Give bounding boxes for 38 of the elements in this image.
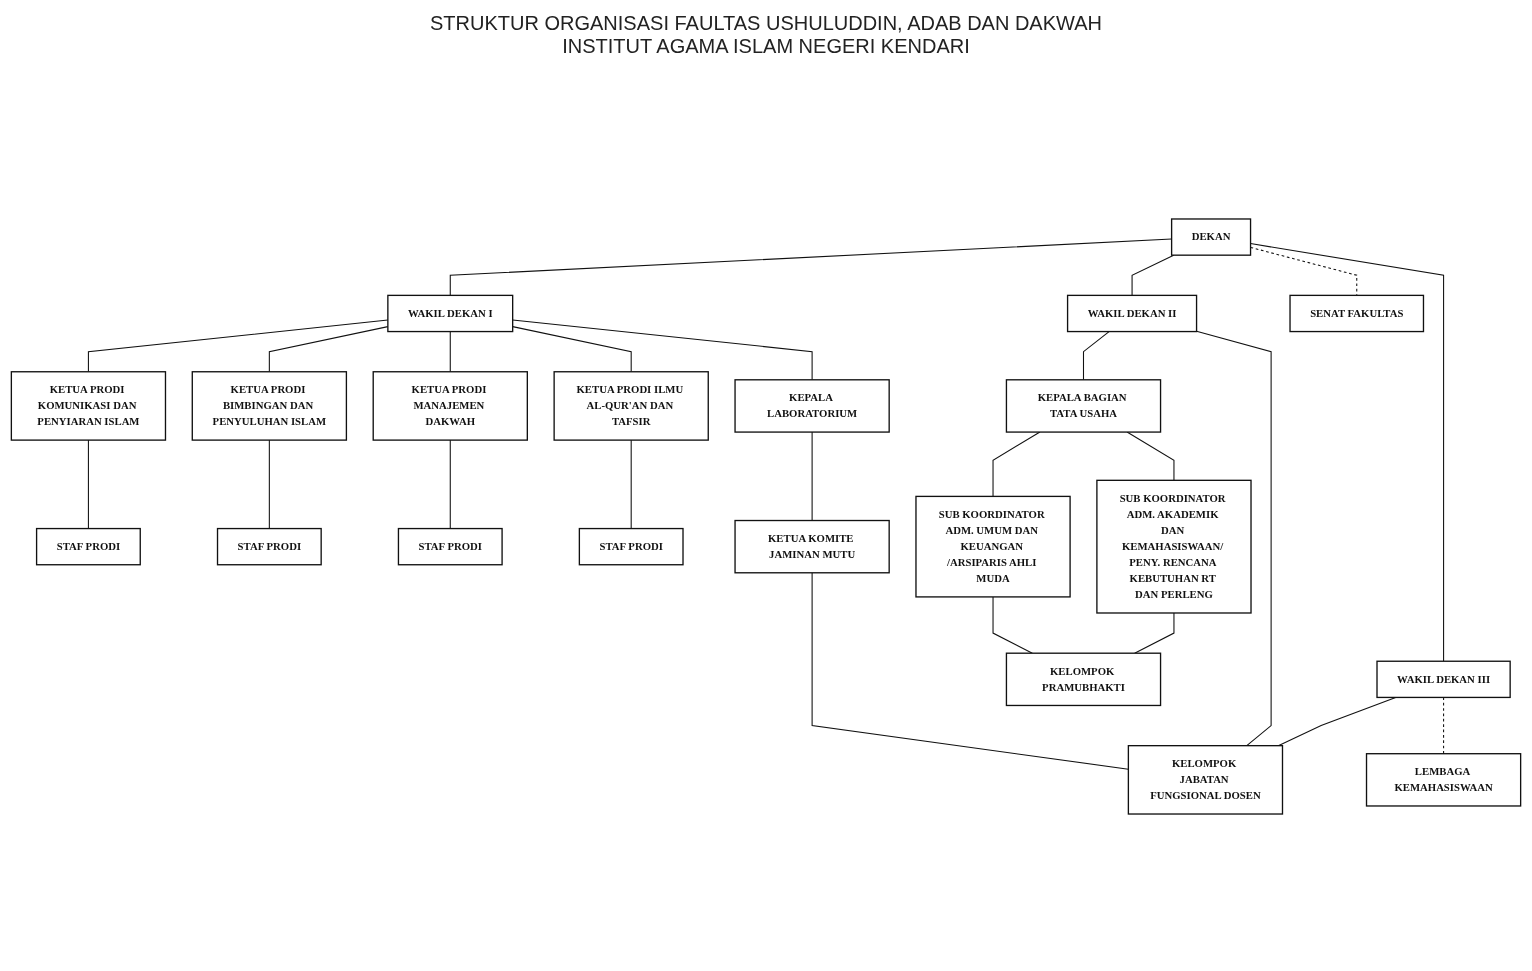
node-box: WAKIL DEKAN I (387, 294, 514, 333)
node-box: STAF PRODI (578, 527, 684, 566)
node-box: KELOMPOK PRAMUBHAKTI (1005, 652, 1162, 707)
node-box: STAF PRODI (397, 527, 503, 566)
node-box: LEMBAGA KEMAHASISWAAN (1365, 753, 1522, 807)
node-box: KEPALA BAGIAN TATA USAHA (1005, 379, 1162, 433)
connector (1196, 330, 1272, 747)
node-box: SENAT FAKULTAS (1289, 294, 1425, 333)
connector (449, 439, 451, 530)
node-box: WAKIL DEKAN II (1066, 294, 1198, 333)
node-box: KETUA PRODI ILMU AL-QUR'AN DAN TAFSIR (553, 371, 709, 441)
node-box: KETUA KOMITE JAMINAN MUTU (734, 519, 890, 574)
node-box: DEKAN (1170, 218, 1252, 256)
connector (268, 439, 270, 530)
connector (1250, 243, 1445, 662)
connector (87, 439, 89, 530)
connector (1126, 431, 1175, 481)
connector (811, 431, 813, 522)
node-box: WAKIL DEKAN III (1376, 660, 1511, 699)
connector (630, 439, 632, 530)
connector (1082, 331, 1110, 381)
node-box: KETUA PRODI BIMBINGAN DAN PENYULUHAN ISLAM (191, 371, 348, 441)
node-box: SUB KOORDINATOR ADM. UMUM DAN KEUANGAN /ARSIPARIS AHLI MUDA (915, 495, 1071, 598)
connector (1131, 254, 1175, 296)
connector (512, 319, 813, 381)
node-box: STAF PRODI (35, 527, 141, 566)
node-box: KEPALA LABORATORIUM (734, 379, 890, 433)
node-box: STAF PRODI (216, 527, 322, 566)
node-box: KELOMPOK JABATAN FUNGSIONAL DOSEN (1127, 745, 1284, 815)
node-box: KETUA PRODI MANAJEMEN DAKWAH (372, 371, 528, 441)
connector (512, 326, 632, 373)
connector (811, 572, 1129, 770)
node-box: KETUA PRODI KOMUNIKASI DAN PENYIARAN ISLAM (10, 371, 167, 441)
node-box: SUB KOORDINATOR ADM. AKADEMIK DAN KEMAHASISWAAN/ PENY. RENCANA KEBUTUHAN RT DAN PERLENG (1096, 479, 1252, 614)
connector (1134, 612, 1175, 654)
chart-title: STRUKTUR ORGANISASI FAULTAS USHULUDDIN, ADAB DAN DAKWAH INSTITUT AGAMA ISLAM NEGERI KENDARI (429, 12, 1103, 58)
connector (449, 331, 451, 373)
connector (449, 238, 1173, 296)
